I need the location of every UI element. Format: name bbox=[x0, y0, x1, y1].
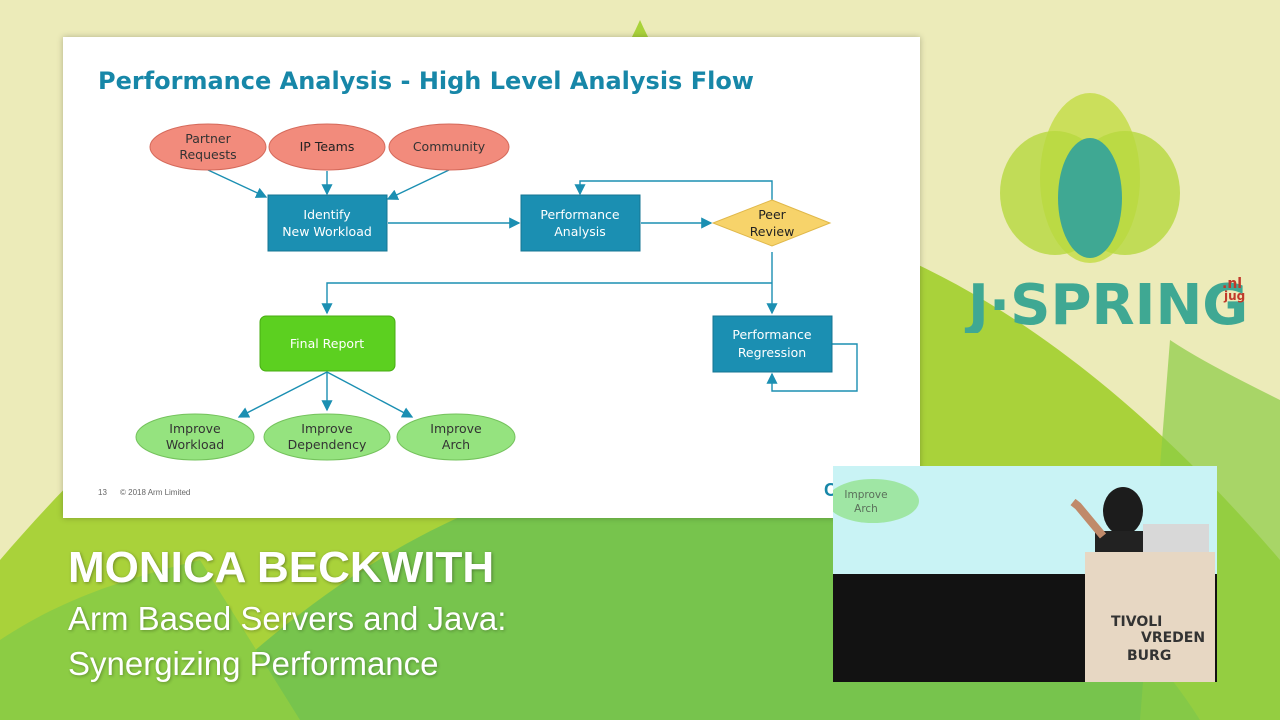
node-performance-regression: Performance Regression bbox=[712, 315, 833, 373]
logo-jug-superscript: jug bbox=[1223, 289, 1245, 303]
edge-branch-to-final bbox=[321, 282, 772, 315]
talk-title-line-2: Synergizing Performance bbox=[68, 645, 439, 682]
svg-text:Community: Community bbox=[413, 139, 486, 154]
svg-text:Improve: Improve bbox=[844, 489, 887, 501]
edge-review-loop-back bbox=[574, 180, 773, 200]
node-partner-requests: Partner Requests bbox=[149, 123, 267, 171]
video-frame: Improve Arch TIVOLI VREDEN BURG bbox=[833, 466, 1217, 682]
node-improve-dependency: Improve Dependency bbox=[263, 413, 391, 461]
node-ip-teams: IP Teams bbox=[268, 123, 386, 171]
speaker-name: MONICA BECKWITH bbox=[68, 543, 495, 592]
svg-text:Improve: Improve bbox=[430, 421, 482, 436]
presentation-slide: Performance Analysis - High Level Analys… bbox=[63, 37, 920, 518]
edge-final-to-arch bbox=[326, 371, 414, 418]
node-performance-analysis: Performance Analysis bbox=[520, 194, 641, 252]
flow-diagram: Partner Requests IP Teams Community Iden… bbox=[135, 123, 858, 461]
node-community: Community bbox=[388, 123, 510, 171]
svg-text:Peer: Peer bbox=[758, 207, 786, 222]
svg-text:TIVOLI: TIVOLI bbox=[1111, 614, 1162, 630]
svg-text:Performance: Performance bbox=[732, 327, 812, 342]
svg-text:Dependency: Dependency bbox=[288, 437, 367, 452]
node-improve-workload: Improve Workload bbox=[135, 413, 255, 461]
speaker-video-inset: Improve Arch TIVOLI VREDEN BURG bbox=[833, 466, 1217, 682]
logo-nl-superscript: .nl bbox=[1222, 276, 1242, 292]
svg-text:Workload: Workload bbox=[166, 437, 224, 452]
svg-text:Identify: Identify bbox=[303, 207, 351, 222]
edge-regression-self-loop bbox=[766, 343, 858, 392]
node-improve-arch: Improve Arch bbox=[396, 413, 516, 461]
svg-text:Performance: Performance bbox=[540, 207, 620, 222]
svg-text:Regression: Regression bbox=[738, 345, 806, 360]
svg-text:Analysis: Analysis bbox=[554, 224, 606, 239]
jspring-logo: J·SPRING .nl jug bbox=[964, 93, 1248, 333]
svg-text:VREDEN: VREDEN bbox=[1141, 630, 1205, 646]
edge-partner-to-identify bbox=[207, 169, 268, 198]
svg-text:New Workload: New Workload bbox=[282, 224, 372, 239]
svg-text:Improve: Improve bbox=[301, 421, 353, 436]
slide-title: Performance Analysis - High Level Analys… bbox=[98, 67, 754, 95]
svg-text:Requests: Requests bbox=[179, 147, 236, 162]
svg-text:Partner: Partner bbox=[185, 131, 231, 146]
slide-page-number: 13 bbox=[98, 488, 107, 497]
svg-text:Final Report: Final Report bbox=[290, 336, 364, 351]
svg-text:BURG: BURG bbox=[1127, 648, 1171, 664]
node-identify-new-workload: Identify New Workload bbox=[267, 194, 388, 252]
svg-text:IP Teams: IP Teams bbox=[300, 139, 355, 154]
svg-text:Review: Review bbox=[750, 224, 795, 239]
edge-community-to-identify bbox=[386, 169, 450, 200]
edge-final-to-workload bbox=[237, 371, 328, 418]
flow-edges bbox=[207, 169, 858, 418]
svg-text:Arch: Arch bbox=[854, 503, 878, 515]
talk-title-line-1: Arm Based Servers and Java: bbox=[68, 600, 507, 637]
node-peer-review: Peer Review bbox=[711, 199, 832, 247]
projected-bubble: Improve Arch bbox=[833, 479, 919, 523]
lotus-icon bbox=[1000, 93, 1180, 263]
jspring-wordmark: J·SPRING bbox=[964, 273, 1248, 333]
slide-copyright: © 2018 Arm Limited bbox=[120, 488, 191, 497]
podium: TIVOLI VREDEN BURG bbox=[1085, 552, 1215, 682]
node-final-report: Final Report bbox=[259, 315, 396, 372]
svg-text:Improve: Improve bbox=[169, 421, 221, 436]
svg-text:Arch: Arch bbox=[442, 437, 470, 452]
